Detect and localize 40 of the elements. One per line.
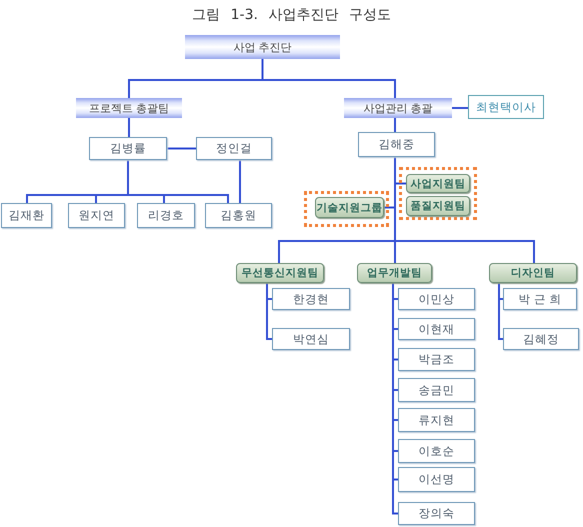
- division-banner: 사업 추진단: [185, 35, 340, 59]
- name-box: 장의숙: [398, 502, 475, 525]
- team-box: 기술지원그룹: [315, 197, 384, 218]
- dotted-frame: [304, 191, 389, 227]
- connector-line: [127, 160, 229, 203]
- name-box: 이호순: [398, 439, 475, 463]
- name-box: 박연심: [272, 328, 350, 350]
- connector-line: [239, 160, 241, 203]
- team-box: 디자인팀: [489, 263, 577, 283]
- connector-line: [452, 107, 468, 109]
- name-box: 김재환: [1, 203, 52, 228]
- name-box: 박 근 희: [503, 288, 577, 310]
- name-box: 이현재: [398, 318, 475, 340]
- name-box: 박금조: [398, 348, 475, 371]
- name-box: 송금민: [398, 378, 475, 402]
- name-box: 김해중: [358, 132, 435, 157]
- team-box: 품질지원팀: [406, 196, 470, 216]
- name-box: 김혜정: [503, 328, 579, 350]
- connector-line: [167, 148, 196, 150]
- figure-title: 그림 1-3. 사업추진단 구성도: [191, 6, 392, 24]
- division-banner: 프로젝트 총괄팀: [76, 98, 182, 118]
- connector-line: [266, 283, 272, 340]
- name-box: 정인걸: [196, 137, 272, 160]
- name-box: 이민상: [398, 288, 475, 310]
- name-box: 김홍원: [205, 203, 272, 228]
- name-box: 김병률: [89, 137, 167, 160]
- team-box: 무선통신지원팀: [236, 263, 324, 283]
- team-box: 업무개발팀: [357, 263, 432, 283]
- connector-line: [394, 157, 535, 263]
- name-box: 한경현: [272, 288, 350, 310]
- division-banner: 사업관리 총괄: [344, 98, 452, 118]
- team-box: 사업지원팀: [406, 174, 470, 193]
- name-box: 최현택이사: [468, 95, 544, 119]
- name-box: 리경호: [137, 203, 195, 228]
- name-box: 이선명: [398, 467, 475, 492]
- name-box: 류지현: [398, 408, 475, 432]
- dotted-frame: [399, 167, 477, 220]
- connector-line: [394, 118, 396, 132]
- connector-line: [128, 118, 130, 137]
- name-box: 원지연: [68, 203, 125, 228]
